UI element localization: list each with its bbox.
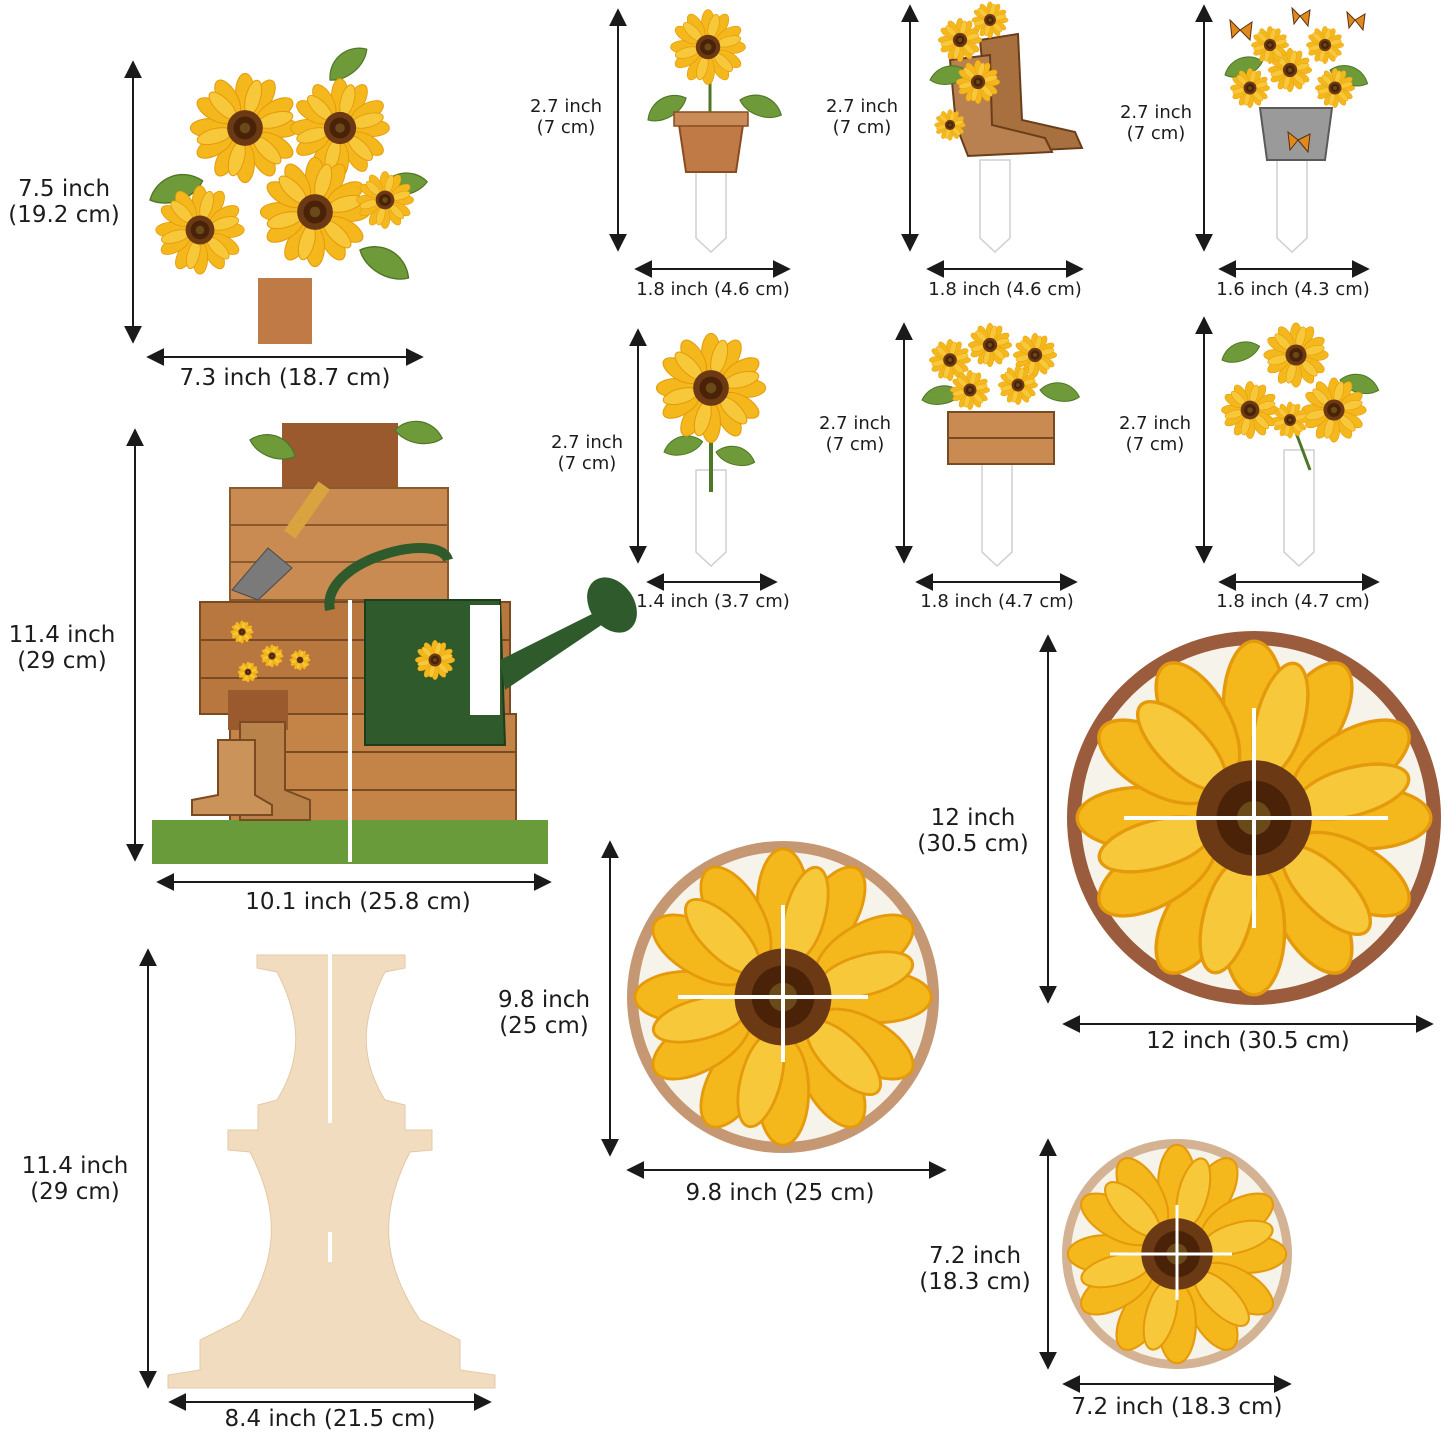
stake-bunch-piece: [1217, 322, 1382, 568]
height-label: 11.4 inch(29 cm): [21, 1153, 129, 1206]
width-label: 7.3 inch (18.7 cm): [179, 365, 391, 391]
width-label: 8.4 inch (21.5 cm): [224, 1406, 436, 1432]
width-label: 1.4 inch (3.7 cm): [636, 591, 790, 612]
disc-small-piece: [1062, 1139, 1292, 1369]
butterfly-icon: [1229, 6, 1366, 154]
height-label: 2.7 inch(7 cm): [529, 96, 603, 138]
height-label: 7.2 inch(18.3 cm): [919, 1243, 1031, 1296]
disc-large-piece: [1067, 631, 1441, 1005]
sunflower-icon: [655, 332, 767, 444]
width-label: 12 inch (30.5 cm): [1146, 1028, 1350, 1054]
width-label: 1.8 inch (4.7 cm): [920, 591, 1074, 612]
height-label: 2.7 inch(7 cm): [818, 413, 892, 455]
width-label: 1.8 inch (4.6 cm): [928, 279, 1082, 300]
disc-medium-piece: [627, 841, 939, 1153]
stake-boots-piece: [927, 1, 1084, 254]
width-label: 1.8 inch (4.7 cm): [1216, 591, 1370, 612]
big-bouquet-piece: [144, 38, 430, 344]
stand-base-piece: [167, 945, 496, 1389]
watering-can-icon: [324, 543, 637, 746]
stake-single-piece: [655, 332, 767, 568]
width-label: 1.8 inch (4.6 cm): [636, 279, 790, 300]
height-label: 2.7 inch(7 cm): [550, 432, 624, 474]
height-label: 12 inch(30.5 cm): [917, 805, 1029, 858]
height-label: 2.7 inch(7 cm): [1118, 413, 1192, 455]
sunflower-icon: [259, 156, 371, 268]
sunflower-icon: [670, 9, 746, 85]
width-label: 10.1 inch (25.8 cm): [245, 889, 471, 915]
stake-pot-piece: [641, 9, 786, 254]
sunflower-icon: [290, 78, 390, 178]
stake-bucket-piece: [1220, 6, 1372, 254]
width-label: 1.6 inch (4.3 cm): [1216, 279, 1370, 300]
rain-boots-icon: [191, 721, 311, 821]
height-label: 2.7 inch(7 cm): [1119, 102, 1193, 144]
sunflower-icon: [189, 72, 301, 184]
width-label: 9.8 inch (25 cm): [685, 1180, 875, 1206]
garden-trowel-icon: [231, 481, 330, 601]
garden-scene-piece: [152, 416, 637, 864]
bucket-icon: [1258, 107, 1334, 161]
stand-tab: [258, 278, 312, 344]
height-label: 11.4 inch(29 cm): [8, 622, 116, 675]
height-label: 7.5 inch(19.2 cm): [8, 176, 120, 229]
stake-crate-piece: [919, 322, 1082, 568]
sunflower-icon: [1263, 322, 1329, 388]
height-label: 9.8 inch(25 cm): [497, 987, 591, 1040]
width-label: 7.2 inch (18.3 cm): [1071, 1394, 1283, 1420]
height-label: 2.7 inch(7 cm): [825, 96, 899, 138]
